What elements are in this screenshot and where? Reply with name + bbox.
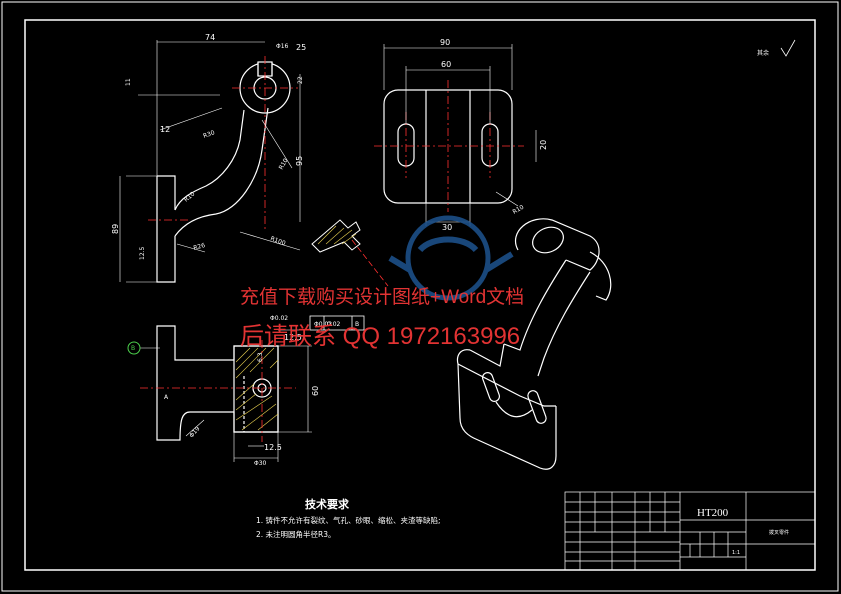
dim-60: 60: [441, 60, 451, 69]
dim-20: 20: [539, 140, 548, 150]
part-name: 拨叉零件: [769, 529, 789, 536]
dim-phi19: Φ19: [188, 425, 201, 439]
bottom-view-hatch: [235, 347, 279, 431]
tol-datum: B: [355, 321, 359, 328]
dim-22: 22: [297, 76, 304, 84]
requirements-title: 技术要求: [305, 497, 350, 511]
watermark-line-2: 后请联系 QQ 1972163996: [240, 323, 520, 350]
dim-12-5b: 12.5: [264, 443, 282, 452]
roughness-label: 其余: [757, 49, 769, 57]
bottom-view-centerlines: [140, 340, 296, 442]
dim-r10-side: R10: [512, 204, 526, 216]
front-view-dimensions: [119, 40, 301, 283]
dim-90: 90: [440, 38, 450, 47]
roughness-check-icon: [780, 39, 796, 57]
dim-95: 95: [295, 156, 304, 166]
isometric-view: [456, 218, 612, 470]
datum-b-label: B: [131, 345, 135, 352]
tol-symbol: Φ0.02: [314, 321, 332, 328]
dim-12: 12: [160, 125, 170, 134]
requirement-item-2: 2. 未注明圆角半径R3。: [256, 529, 336, 539]
roughness-note: 其余: [757, 39, 796, 57]
dim-6-3: 6.3: [257, 352, 264, 362]
dim-phi30: Φ30: [254, 460, 267, 467]
tol-value: 0.02: [327, 321, 341, 328]
dim-r10-a: R10: [278, 157, 290, 171]
watermark-line-1: 充值下载购买设计图纸+Word文档: [240, 286, 524, 308]
dim-12-5-bottom: 12.5: [284, 333, 302, 342]
dim-r30: R30: [202, 129, 216, 140]
dim-60-bottom: 60: [311, 386, 320, 396]
tolerance-frame: Φ0.02 0.02 B: [309, 315, 365, 331]
bottom-view-dimensions: [140, 329, 312, 462]
material-label: HT200: [697, 507, 729, 519]
label-a: A: [164, 394, 169, 401]
datum-b: B: [127, 341, 141, 355]
dim-r100: R100: [269, 235, 286, 247]
dim-30: 30: [442, 223, 452, 232]
title-block: [564, 491, 816, 571]
dim-25: 25: [296, 43, 306, 52]
side-view-dimensions: [383, 44, 537, 226]
dim-89: 89: [111, 224, 120, 234]
requirement-item-1: 1. 铸件不允许有裂纹、气孔、砂眼、缩松、夹渣等缺陷;: [256, 515, 441, 525]
scale-value: 1:1: [732, 550, 740, 556]
dim-11: 11: [125, 78, 132, 86]
front-view-centerlines: [148, 56, 298, 232]
removed-section: [311, 219, 389, 287]
dim-74: 74: [205, 33, 215, 42]
side-view-centerlines: [374, 80, 524, 212]
dim-r10-b: R10: [183, 190, 197, 203]
inner-frame: [24, 19, 816, 571]
logo-watermark: [388, 215, 514, 301]
dim-r26: R26: [193, 242, 206, 252]
dim-phi16: Φ16: [276, 43, 289, 50]
dim-phi-top: Φ0.02: [270, 315, 288, 322]
dim-12-5: 12.5: [139, 246, 146, 260]
front-view: [156, 61, 291, 283]
